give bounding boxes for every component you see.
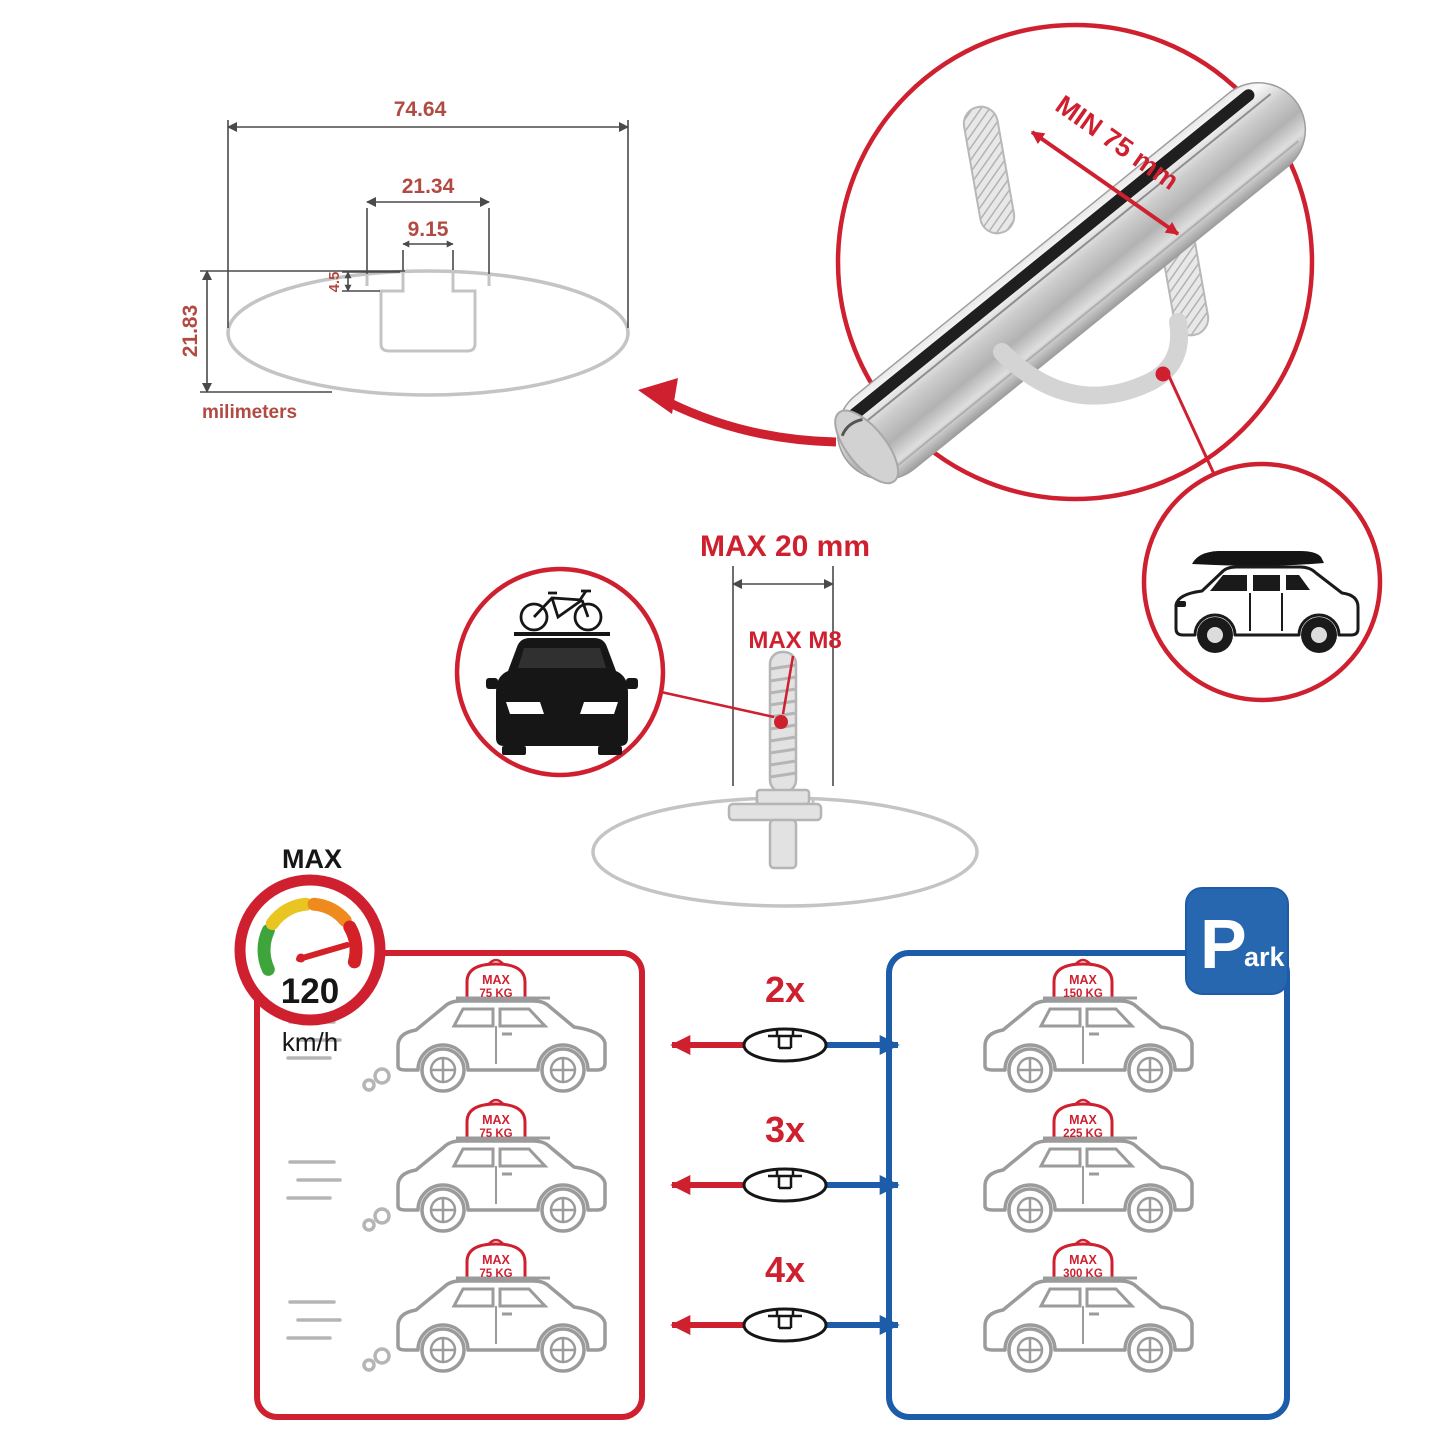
dim-slot-outer: 21.34 xyxy=(402,175,455,198)
zoom-pointer-arrow xyxy=(638,378,837,447)
multiplier-row-1: 2x xyxy=(670,969,900,1063)
clamp-rod-left xyxy=(962,105,1016,235)
gauge-unit: km/h xyxy=(282,1027,338,1057)
load-title: MAX xyxy=(482,1253,510,1267)
multiplier-label: 4x xyxy=(765,1249,805,1290)
gauge-arcs xyxy=(257,897,363,976)
crossbar-profile-icon xyxy=(742,1307,828,1343)
ext-lines-total-width xyxy=(227,120,629,328)
multiplier-label: 2x xyxy=(765,969,805,1010)
gauge-value: 120 xyxy=(281,972,339,1011)
profile-slot-ticks xyxy=(365,274,491,286)
profile-ellipse xyxy=(226,269,630,397)
ext-lines-slot-outer xyxy=(366,208,490,274)
speed-limit-gauge: MAX 120 km/h xyxy=(234,844,386,1057)
crossbar-slot-glyph xyxy=(768,1029,802,1050)
load-title: MAX xyxy=(1069,1253,1097,1267)
max-thread-label: MAX M8 xyxy=(748,627,841,654)
load-weight: 300 KG xyxy=(1063,1268,1103,1280)
load-weight: 75 KG xyxy=(479,1268,512,1280)
clamp-band xyxy=(993,313,1189,405)
clamp-point-dot xyxy=(1155,366,1171,382)
park-letter: P xyxy=(1200,905,1247,983)
bolt-point-dot xyxy=(774,715,788,729)
park-suffix: ark xyxy=(1244,942,1286,972)
dim-slot-inner: 9.15 xyxy=(408,218,449,241)
load-weight: 150 KG xyxy=(1063,988,1103,1000)
park-sign-board xyxy=(1185,887,1289,995)
profile-t-slot xyxy=(379,272,477,353)
bolt-ext-lines xyxy=(732,566,834,786)
car-front-icon xyxy=(486,632,638,755)
crossbar-slot-glyph xyxy=(768,1309,802,1330)
bolt-diagram: MAX 20 mm MAX M8 xyxy=(591,530,979,908)
load-title: MAX xyxy=(482,973,510,987)
cross-section-diagram: 74.64 21.34 9.15 4.5 21.83 milimeters xyxy=(179,98,630,423)
bar-zoom-detail: MIN 75 mm xyxy=(834,22,1315,502)
multiplier-row-3: 4x xyxy=(670,1249,900,1343)
thread-pointer-line xyxy=(781,655,795,715)
gauge-needle-hub xyxy=(296,953,306,963)
load-title: MAX xyxy=(1069,1113,1097,1127)
min-clamp-arrow xyxy=(1030,130,1180,236)
bike-circle-pointer-line xyxy=(660,690,775,719)
crossbar-slot-glyph xyxy=(768,1169,802,1190)
crossbar-profile-icon xyxy=(742,1167,828,1203)
dim-total-height: 21.83 xyxy=(179,305,202,358)
multiplier-label: 3x xyxy=(765,1109,805,1150)
load-weight: 75 KG xyxy=(479,1128,512,1140)
ext-lines-total-height xyxy=(200,270,405,393)
gauge-needle xyxy=(296,942,350,962)
load-weight: 75 KG xyxy=(479,988,512,1000)
load-title: MAX xyxy=(482,1113,510,1127)
load-weight: 225 KG xyxy=(1063,1128,1103,1140)
gauge-title: MAX xyxy=(282,844,342,874)
load-title: MAX xyxy=(1069,973,1097,987)
roofbox-car-detail xyxy=(1141,461,1383,703)
dim-lip-height: 4.5 xyxy=(326,272,343,293)
dim-total-width: 74.64 xyxy=(394,98,447,121)
units-label: milimeters xyxy=(202,402,297,423)
bike-car-detail xyxy=(454,566,666,778)
suv-roofbox-illustration xyxy=(1174,551,1360,653)
ext-lines-slot-inner xyxy=(402,250,454,270)
detail-connector-line xyxy=(1166,373,1216,475)
max-length-label: MAX 20 mm xyxy=(700,530,870,563)
multiplier-row-2: 3x xyxy=(670,1109,900,1203)
bike-icon xyxy=(519,589,603,632)
crossbar-profile-icon xyxy=(742,1027,828,1063)
park-sign: P ark xyxy=(1185,887,1289,995)
